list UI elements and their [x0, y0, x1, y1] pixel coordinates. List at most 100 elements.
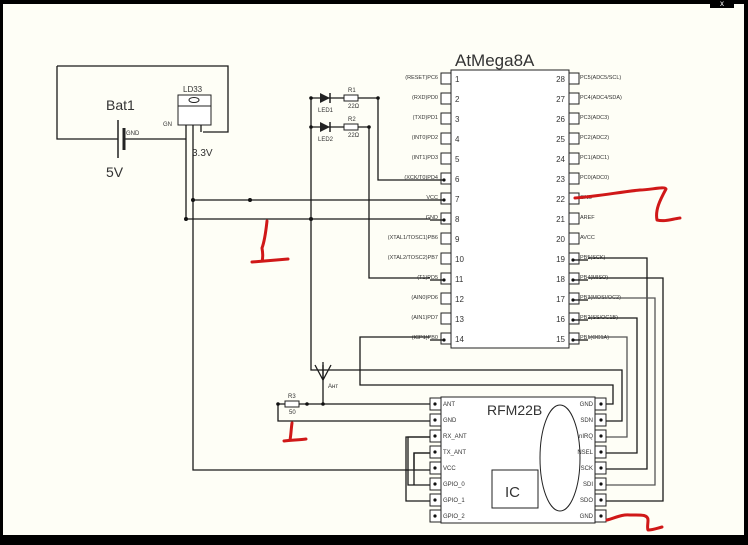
- wire-tx-gpio0: [413, 452, 430, 485]
- mcu-pin-number: 15: [556, 335, 565, 344]
- rfm-pin-label: GPIO_0: [443, 482, 465, 488]
- wire-rx-gpio1: [407, 436, 430, 486]
- mcu-pin-number: 18: [556, 275, 565, 284]
- mcu-pin-6: [440, 172, 452, 185]
- mcu-pin-5: [440, 152, 452, 165]
- mcu-pin-1: [440, 72, 452, 85]
- mcu-pin-23: [568, 172, 580, 185]
- rfm22b-module: RFM22B IC ANTGNDRX_ANTTX_ANTVCCGPIO_0GPI…: [405, 396, 607, 524]
- rfm-pin-label: SDN: [580, 418, 593, 424]
- battery-voltage: 5V: [106, 164, 124, 180]
- mcu-pin-number: 6: [455, 175, 460, 184]
- mcu-pin-10: [440, 252, 452, 265]
- rfm-pin-label: GND: [580, 402, 594, 408]
- mcu-pin-label: PC1(ADC1): [580, 155, 609, 161]
- battery-pin-label: GND: [126, 131, 140, 137]
- mcu-pin-number: 13: [455, 315, 464, 324]
- mcu-pin-12: [440, 292, 452, 305]
- mcu-pin-26: [568, 112, 580, 125]
- rfm-name: RFM22B: [487, 402, 542, 418]
- mcu-pin-number: 8: [455, 215, 460, 224]
- mcu-pin-number: 22: [556, 195, 565, 204]
- mcu-pin-label: PB1(OC1A): [580, 335, 609, 341]
- rfm-pin-label: nIRQ: [579, 434, 593, 440]
- mcu-pin-16: [568, 312, 580, 325]
- junction: [184, 217, 188, 221]
- junction: [191, 198, 195, 202]
- mcu-pin-number: 4: [455, 135, 460, 144]
- mcu-pin-label: AREF: [580, 215, 595, 221]
- mcu-pin-label: GND: [426, 215, 438, 221]
- led1-icon: [320, 93, 330, 103]
- mcu-pin-label: (XTAL1/TOSC1)PB6: [388, 235, 438, 241]
- wire-pb3-sdi: [588, 297, 656, 486]
- mcu-pin-number: 23: [556, 175, 565, 184]
- mcu-pin-label: (RXD)PD0: [412, 95, 438, 101]
- r1-label: R1: [348, 88, 356, 94]
- regulator-output-label: 3.3V: [192, 148, 213, 159]
- rfm-pin-label: VCC: [443, 466, 456, 472]
- mcu-pin-number: 17: [556, 295, 565, 304]
- mcu-pin-label: (XTAL2/TOSC2)PB7: [388, 255, 438, 261]
- led2-icon: [320, 122, 330, 132]
- led1-label: LED1: [318, 108, 334, 114]
- mcu-pin-label: (RESET)PC6: [405, 75, 438, 81]
- mcu-pin-label: (AIN1)PD7: [411, 315, 438, 321]
- red-ground-mark-rfm: [605, 513, 664, 532]
- mcu-pin-number: 5: [455, 155, 460, 164]
- mcu-pin-14: [440, 332, 452, 345]
- regulator-gnd-label: GN: [163, 122, 172, 128]
- mcu-pin-label: PC4(ADC4/SDA): [580, 95, 622, 101]
- resistor-r2: [343, 123, 359, 131]
- mcu-pin-label: (AIN0)PD6: [411, 295, 438, 301]
- rfm-pin-label: NSEL: [577, 450, 593, 456]
- mcu-pin-label: AVCC: [580, 235, 595, 241]
- ic-label: IC: [505, 484, 520, 501]
- mcu-pin-3: [440, 112, 452, 125]
- mcu-pin-number: 27: [556, 95, 565, 104]
- r1-value: 22Ω: [348, 104, 360, 110]
- mcu-pin-19: [568, 252, 580, 265]
- rfm-pin-label: SDI: [583, 482, 593, 488]
- wire-bat-left: [56, 66, 118, 140]
- red-ground-mark-rails: [250, 219, 290, 264]
- mcu-pin-label: PC2(ADC2): [580, 135, 609, 141]
- mcu-pin-label: (INT1)PD3: [412, 155, 438, 161]
- wire-pb1-nirq: [588, 336, 628, 438]
- wire-pb0-to-gnd: [359, 336, 614, 405]
- wire-vcc-main: [192, 125, 430, 471]
- r2-label: R2: [348, 117, 356, 123]
- mcu-pin-17: [568, 292, 580, 305]
- close-button[interactable]: x: [710, 0, 734, 8]
- antenna-icon: [314, 362, 332, 382]
- schematic-canvas: [3, 4, 744, 535]
- mcu-pin-number: 21: [556, 215, 565, 224]
- mcu-pin-number: 28: [556, 75, 565, 84]
- mcu-body: [450, 69, 570, 349]
- mcu-pin-24: [568, 152, 580, 165]
- mcu-pin-number: 24: [556, 155, 565, 164]
- red-ground-mark-ant: [282, 421, 308, 443]
- mcu-pin-number: 7: [455, 195, 460, 204]
- wire-bat-loop: [57, 65, 229, 133]
- mcu-name: AtMega8A: [455, 51, 535, 70]
- mcu-pin-label: VCC: [426, 195, 438, 201]
- antenna-label: Ант: [328, 384, 338, 390]
- mcu-pin-number: 10: [455, 255, 464, 264]
- mcu-pin-number: 9: [455, 235, 460, 244]
- rfm-pin-label: GPIO_2: [443, 514, 465, 520]
- led2-label: LED2: [318, 137, 334, 143]
- red-ground-mark-mcu: [573, 186, 682, 223]
- antenna-section: Ант R3 50: [276, 362, 430, 422]
- mcu-pin-label: PC3(ADC3): [580, 115, 609, 121]
- battery-name: Bat1: [106, 97, 135, 113]
- mcu-pin-number: 25: [556, 135, 565, 144]
- wire-gnd-to-sdn: [310, 219, 623, 422]
- mcu-pin-21: [568, 212, 580, 225]
- spi-wiring: [310, 219, 664, 502]
- mcu-pin-number: 16: [556, 315, 565, 324]
- mcu-pin-label: (T1)PD5: [417, 275, 438, 281]
- mcu-pin-18: [568, 272, 580, 285]
- mcu-pin-number: 1: [455, 75, 460, 84]
- mcu-pin-7: [440, 192, 452, 205]
